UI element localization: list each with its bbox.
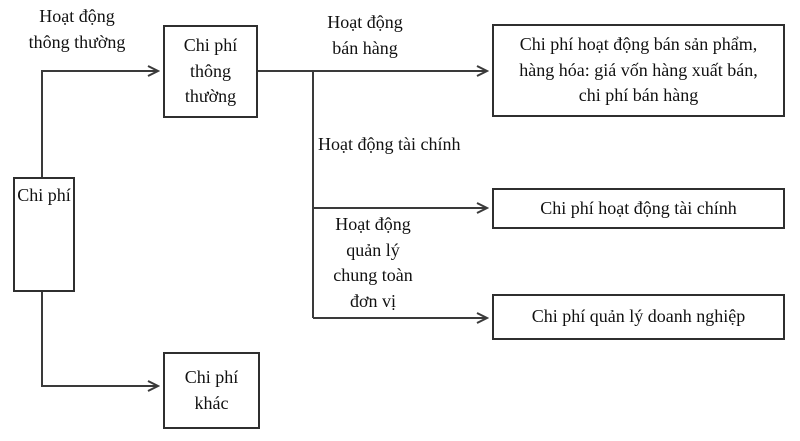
- node-chi-phi-ban-san-pham: Chi phí hoạt động bán sản phẩm, hàng hóa…: [492, 24, 785, 117]
- edge-label-hoat-dong-quan-ly: Hoạt động quản lý chung toàn đơn vị: [333, 214, 413, 311]
- node-chi-phi-label: Chi phí: [17, 185, 71, 205]
- node-chi-phi-khac: Chi phí khác: [163, 352, 260, 429]
- edge-label-hoat-dong-tai-chinh: Hoạt động tài chính: [318, 134, 461, 154]
- node-chi-phi-ban-san-pham-label: Chi phí hoạt động bán sản phẩm, hàng hóa…: [519, 34, 758, 106]
- node-chi-phi-thong-thuong: Chi phí thông thường: [163, 25, 258, 118]
- node-chi-phi-quan-ly: Chi phí quản lý doanh nghiệp: [492, 294, 785, 340]
- node-chi-phi-tai-chinh-label: Chi phí hoạt động tài chính: [540, 197, 737, 218]
- node-chi-phi: Chi phí: [13, 177, 75, 292]
- edge-chi-phi-to-khac: [41, 292, 158, 386]
- edge-label-hoat-dong-thong-thuong: Hoạt động thông thường: [28, 6, 126, 52]
- node-chi-phi-quan-ly-label: Chi phí quản lý doanh nghiệp: [531, 306, 746, 327]
- node-chi-phi-tai-chinh: Chi phí hoạt động tài chính: [492, 188, 785, 229]
- node-chi-phi-thong-thuong-label: Chi phí thông thường: [183, 35, 238, 107]
- node-chi-phi-khac-label: Chi phí khác: [184, 366, 239, 413]
- edge-label-hoat-dong-ban-hang: Hoạt động bán hàng: [327, 12, 403, 58]
- edge-chi-phi-to-thong-thuong: [41, 71, 158, 177]
